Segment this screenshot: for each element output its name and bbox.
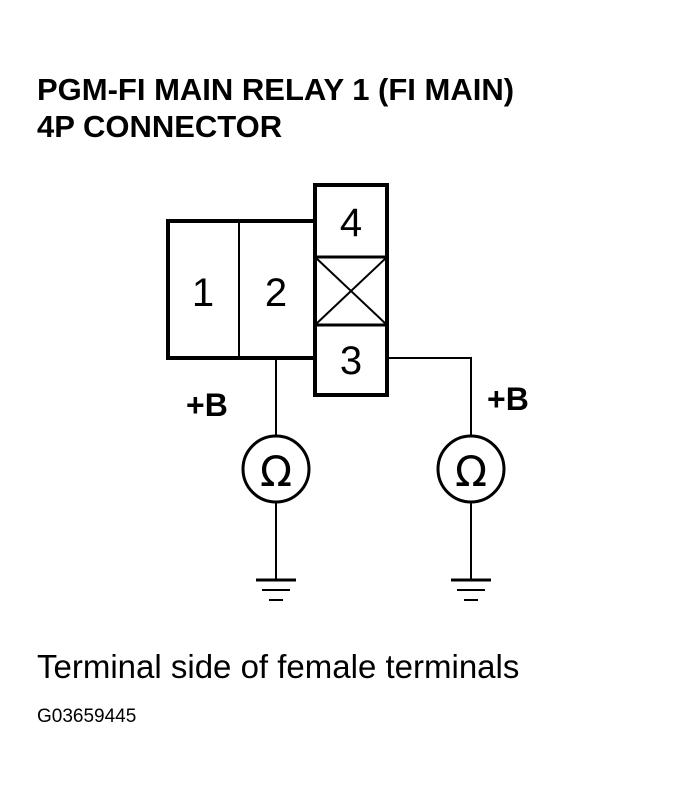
diagram-title-line1: PGM-FI MAIN RELAY 1 (FI MAIN): [37, 72, 515, 107]
figure-code: G03659445: [37, 706, 137, 727]
ohm-symbol-left: Ω: [260, 447, 292, 496]
blank-cavity-cross: [314, 256, 388, 326]
diagram-caption: Terminal side of female terminals: [37, 648, 520, 685]
terminal-2-label: 2: [265, 271, 287, 315]
connector-body-left: [166, 219, 317, 360]
probe-wire-right: [387, 357, 472, 435]
diagram-title-line2: 4P CONNECTOR: [37, 109, 283, 144]
plus-b-label-right: +B: [487, 381, 529, 417]
terminal-1-label: 1: [192, 271, 214, 315]
connector-body-right: [313, 183, 389, 397]
plus-b-label-left: +B: [186, 387, 228, 423]
terminal-4-label: 4: [340, 201, 362, 245]
terminal-3-label: 3: [340, 339, 362, 383]
ohm-symbol-right: Ω: [455, 447, 487, 496]
